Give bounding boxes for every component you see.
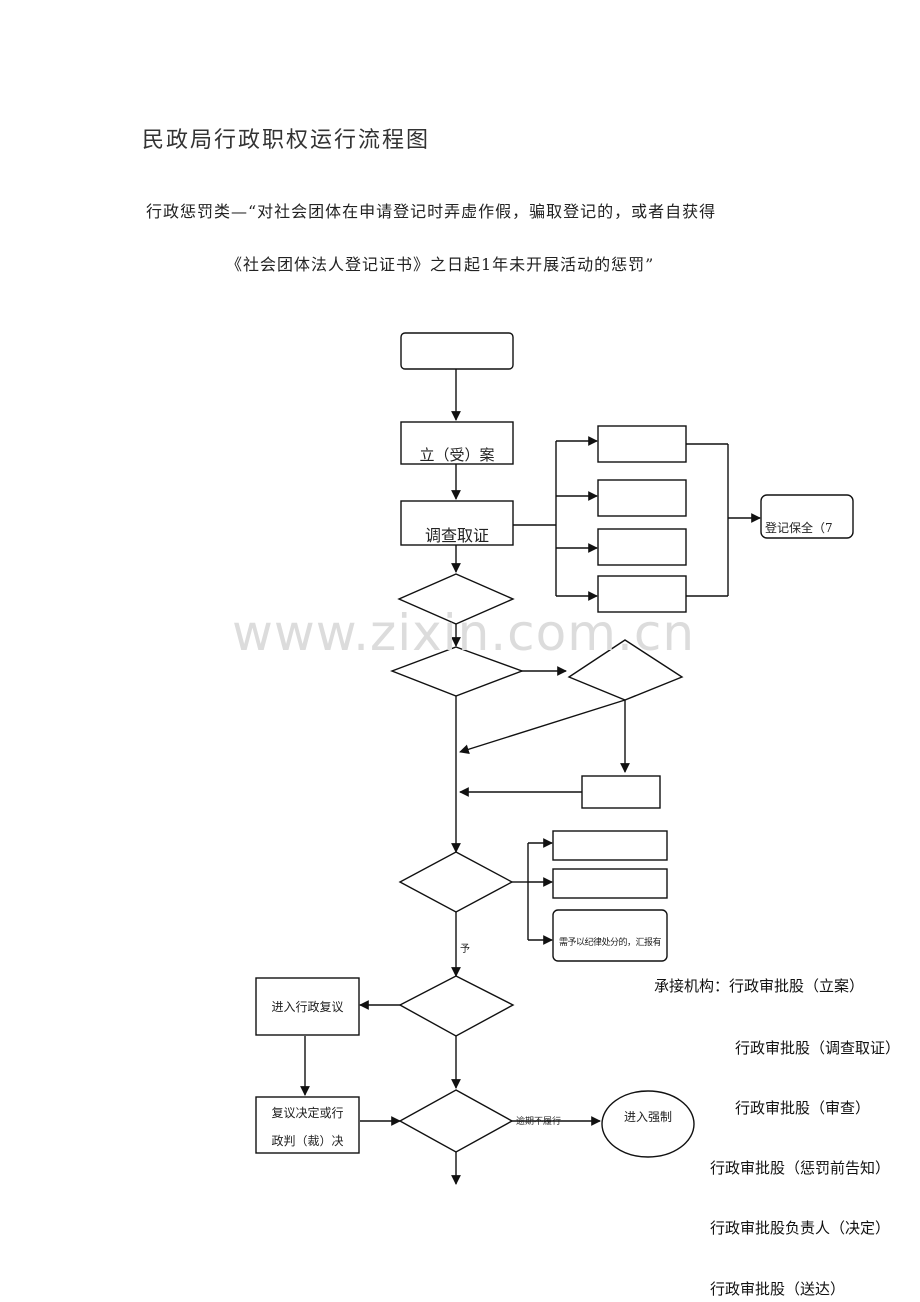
reconsider-box	[255, 977, 360, 1036]
page-title: 民政局行政职权运行流程图	[142, 128, 431, 153]
evidence-box-3	[597, 528, 687, 566]
organ-item-4: 行政审批股负责人（决定）	[710, 1219, 891, 1237]
organ-item-5: 行政审批股（送达）	[710, 1280, 846, 1298]
blank-box	[581, 775, 661, 809]
investigate-box	[400, 500, 514, 546]
evidence-box-4	[597, 575, 687, 613]
register-label: 立（受）案	[419, 446, 495, 464]
review-result-box	[255, 1096, 360, 1154]
edge-label-yu: 予	[460, 944, 470, 955]
evidence-box-2	[597, 479, 687, 517]
branch-box-3	[552, 909, 668, 962]
branch-box-2	[552, 868, 668, 899]
organ-item-1: 行政审批股（调查取证）	[735, 1039, 901, 1057]
decision-diamond	[398, 851, 514, 913]
review-diamond	[397, 573, 515, 625]
branch-box-1	[552, 830, 668, 861]
branch-box-3-label: 需予以纪律处分的，汇报有	[558, 938, 662, 948]
execute-diamond	[398, 1089, 514, 1153]
notice-diamond	[390, 646, 525, 697]
organ-item-3: 行政审批股（惩罚前告知）	[710, 1159, 891, 1177]
preserve-label: 登记保全（7	[765, 521, 833, 535]
start-box	[400, 332, 514, 370]
reconsider-label: 进入行政复议	[271, 1000, 344, 1014]
watermark: www.zixin.com.cn	[232, 604, 696, 662]
register-box	[400, 421, 514, 465]
hearing-diamond	[567, 639, 684, 701]
enforce-ellipse	[601, 1090, 695, 1158]
overdue-label: 逾期不履行	[516, 1117, 562, 1127]
investigate-label: 调查取证	[424, 526, 489, 545]
review-result-line-1: 复议决定或行	[271, 1106, 344, 1120]
serve-diamond	[398, 975, 515, 1037]
enforce-line-1: 进入强制	[623, 1110, 672, 1124]
evidence-box-1	[597, 425, 687, 463]
preserve-box	[760, 494, 854, 539]
organs-heading: 承接机构：行政审批股（立案）	[654, 977, 865, 995]
subtitle-line-1: 行政惩罚类—“对社会团体在申请登记时弄虚作假，骗取登记的，或者自获得	[146, 202, 717, 221]
review-result-line-2: 政判（裁）决	[271, 1134, 344, 1148]
subtitle-line-2: 《社会团体法人登记证书》之日起1年未开展活动的惩罚”	[226, 255, 655, 274]
organ-item-2: 行政审批股（审查）	[735, 1099, 871, 1117]
